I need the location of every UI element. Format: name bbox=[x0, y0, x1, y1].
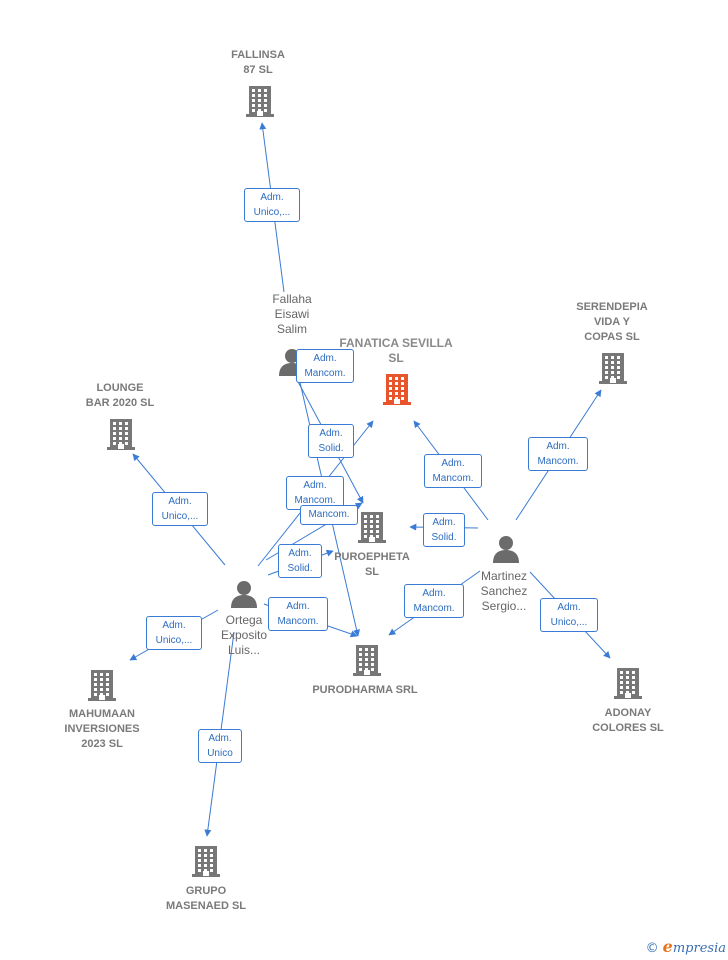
role-badge-r8[interactable]: Adm. Unico,... bbox=[152, 492, 208, 526]
building-icon[interactable] bbox=[191, 844, 221, 883]
building-icon[interactable] bbox=[382, 372, 412, 411]
footer-brand: ©empresia bbox=[646, 937, 726, 956]
node-label-martinez[interactable]: Martinez Sanchez Sergio... bbox=[480, 569, 528, 613]
building-icon[interactable] bbox=[352, 643, 382, 682]
building-icon[interactable] bbox=[598, 351, 628, 390]
node-label-fanatica[interactable]: FANATICA SEVILLA SL bbox=[339, 336, 453, 365]
role-badge-r9[interactable]: Adm. Unico,... bbox=[146, 616, 202, 650]
brand-name: mpresia bbox=[672, 941, 726, 956]
node-label-lounge[interactable]: LOUNGE BAR 2020 SL bbox=[85, 382, 155, 409]
role-badge-r11[interactable]: Adm. Mancom. bbox=[424, 454, 482, 488]
building-icon[interactable] bbox=[106, 417, 136, 456]
role-badge-r13[interactable]: Adm. Solid. bbox=[423, 513, 465, 547]
role-badge-r15[interactable]: Adm. Unico,... bbox=[540, 598, 598, 632]
node-label-grupo[interactable]: GRUPO MASENAED SL bbox=[165, 885, 247, 912]
role-badge-r2[interactable]: Adm. Mancom. bbox=[296, 349, 354, 383]
node-label-fallinsa[interactable]: FALLINSA 87 SL bbox=[231, 49, 285, 76]
person-icon[interactable] bbox=[491, 534, 521, 569]
role-badge-r14[interactable]: Adm. Mancom. bbox=[404, 584, 464, 618]
role-badge-r12[interactable]: Adm. Mancom. bbox=[528, 437, 588, 471]
role-badge-r1[interactable]: Adm. Unico,... bbox=[244, 188, 300, 222]
node-label-serendepia[interactable]: SERENDEPIA VIDA Y COPAS SL bbox=[576, 301, 648, 343]
node-label-puroepheta[interactable]: PUROEPHETA SL bbox=[334, 551, 410, 578]
node-label-mahumaan[interactable]: MAHUMAAN INVERSIONES 2023 SL bbox=[64, 708, 140, 750]
building-icon[interactable] bbox=[87, 668, 117, 707]
building-icon[interactable] bbox=[613, 666, 643, 705]
copyright-icon: © bbox=[645, 941, 659, 956]
person-icon[interactable] bbox=[229, 579, 259, 614]
role-badge-r3[interactable]: Adm. Solid. bbox=[308, 424, 354, 458]
node-label-purodharma[interactable]: PURODHARMA SRL bbox=[312, 684, 418, 696]
role-badge-r4[interactable]: Adm. Mancom. bbox=[286, 476, 344, 510]
building-icon[interactable] bbox=[245, 84, 275, 123]
node-label-ortega[interactable]: Ortega Exposito Luis... bbox=[220, 613, 268, 657]
node-label-fallaha[interactable]: Fallaha Eisawi Salim bbox=[272, 292, 312, 336]
brand-initial: e bbox=[662, 937, 673, 956]
role-badge-r10[interactable]: Adm. Unico bbox=[198, 729, 242, 763]
building-icon[interactable] bbox=[357, 510, 387, 549]
node-label-adonay[interactable]: ADONAY COLORES SL bbox=[592, 707, 664, 734]
role-badge-r5[interactable]: Mancom. bbox=[300, 505, 358, 525]
role-badge-r7[interactable]: Adm. Mancom. bbox=[268, 597, 328, 631]
role-badge-r6[interactable]: Adm. Solid. bbox=[278, 544, 322, 578]
